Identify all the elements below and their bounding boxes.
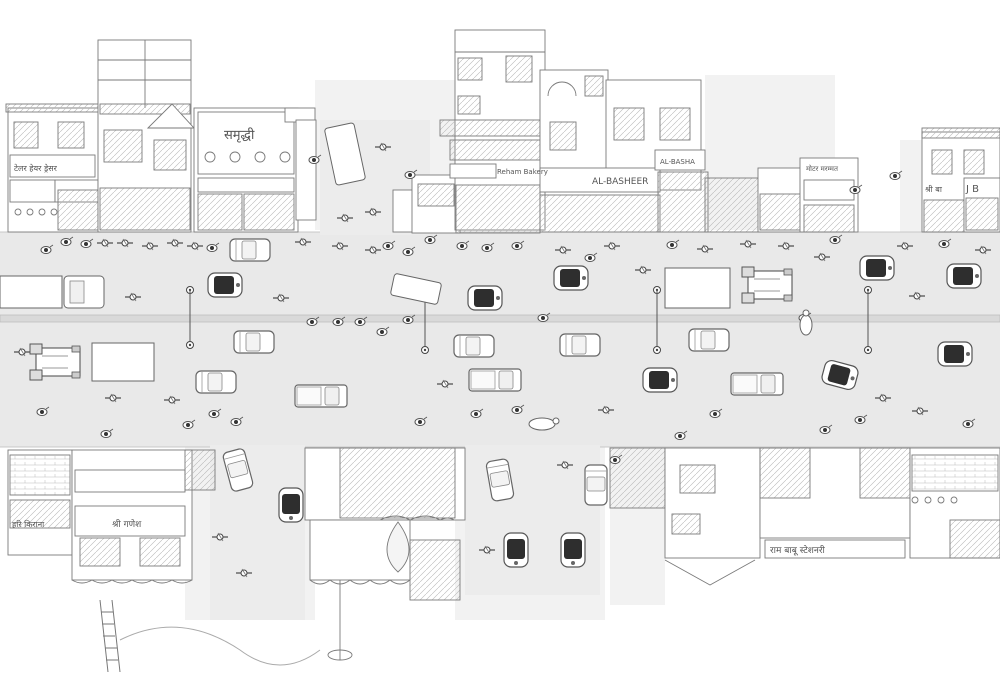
sign-al-basheer: AL-BASHEER (592, 177, 648, 187)
shop-signs-top: समृद्धी टेलर हेयर ड्रेसर AL-BASHEER AL-B… (14, 127, 979, 195)
sign-bottom-left: हरि किराना (12, 519, 45, 529)
sign-bottom-mid: श्री गणेश (112, 518, 142, 530)
sign-al-basha: AL-BASHA (660, 158, 695, 166)
cow-lower (528, 417, 556, 431)
sign-hotel-hairdresser: टेलर हेयर ड्रेसर (14, 163, 58, 173)
shop-signs-bottom: हरि किराना श्री गणेश राम बाबू स्टेशनरी (12, 518, 826, 556)
ladder (99, 599, 321, 673)
buildings-bottom (7, 447, 1000, 661)
trucks (0, 122, 793, 382)
sign-sri-balaji: श्री बा (925, 184, 943, 194)
sign-motor-repairs: मोटर मरम्मत (806, 164, 839, 173)
sign-reham-bakery: Reham Bakery (497, 168, 548, 176)
street-lamps (186, 286, 872, 354)
sign-jb: J B (965, 184, 979, 195)
animals (528, 309, 813, 431)
sign-samriddhi: समृद्धी (224, 127, 255, 143)
cow-upper (799, 314, 813, 336)
sign-bottom-right: राम बाबू स्टेशनरी (770, 544, 826, 556)
buildings-top (5, 29, 1000, 234)
